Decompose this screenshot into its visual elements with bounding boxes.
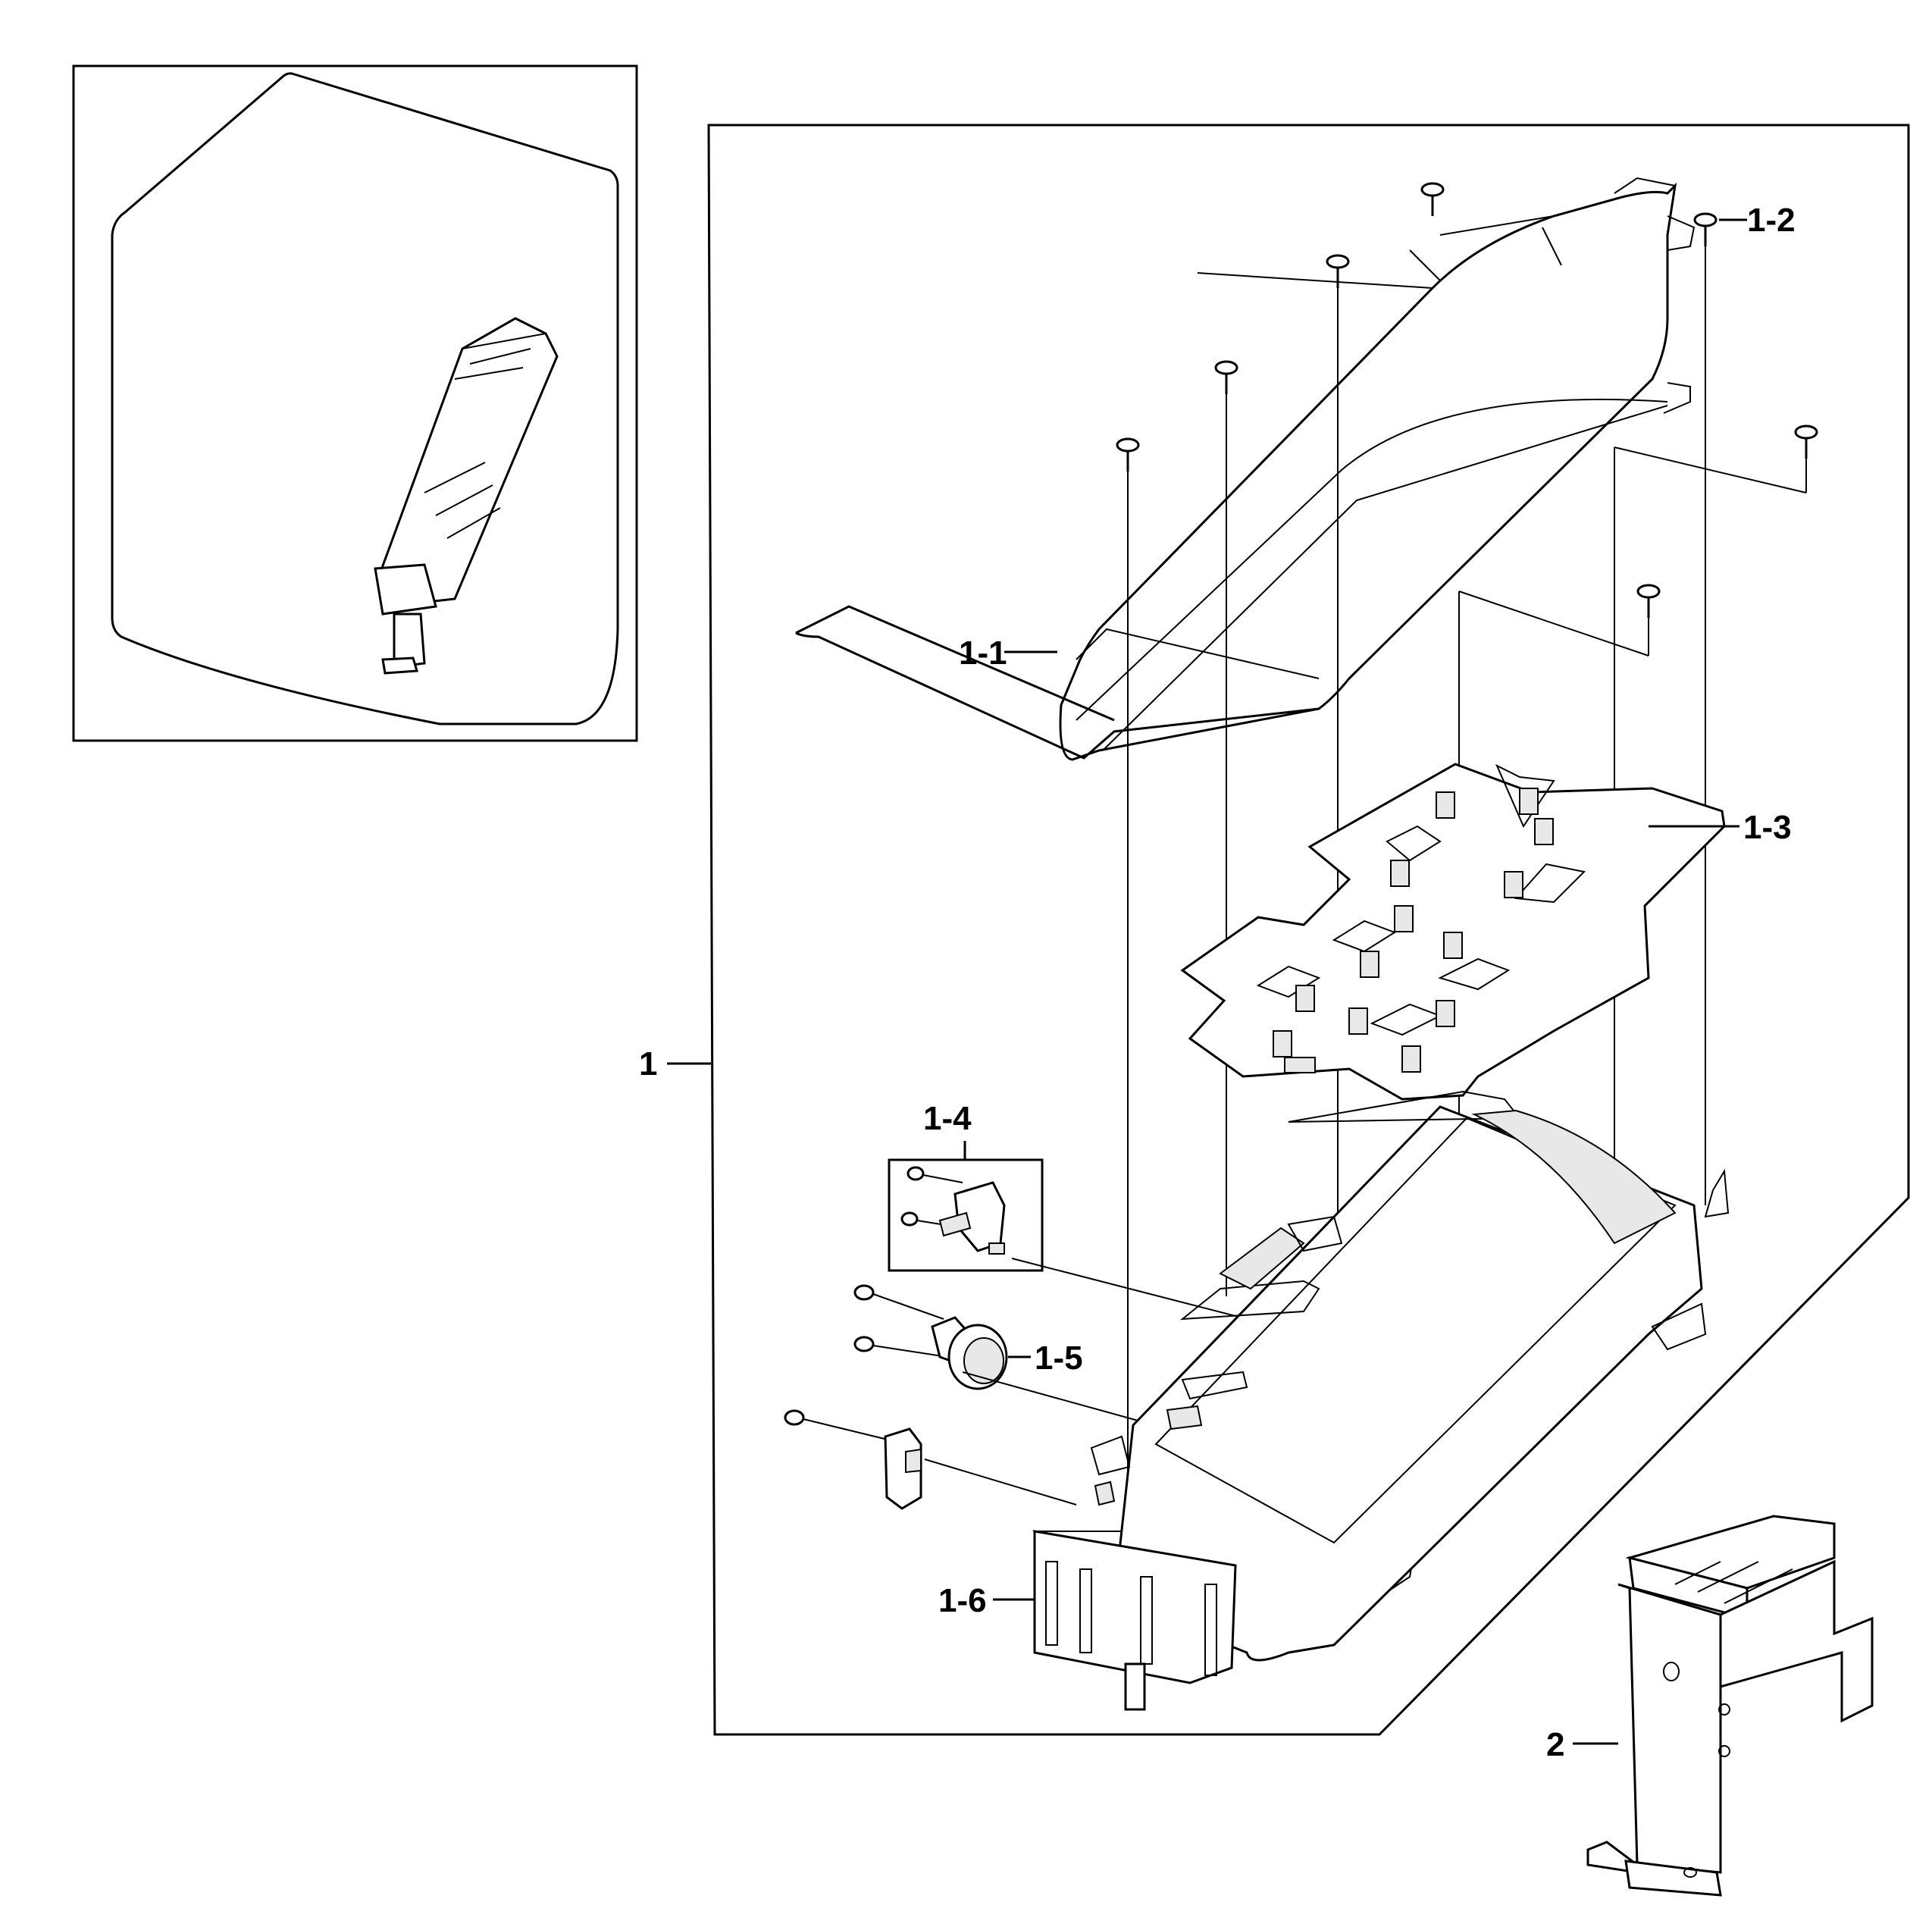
callout-1-5: 1-5: [1035, 1340, 1083, 1377]
screw: [1420, 182, 1445, 216]
callout-1-3: 1-3: [1743, 809, 1792, 846]
duct-housing-part: [1032, 1090, 1730, 1711]
location-inset: [72, 64, 638, 742]
screws: [1116, 182, 1818, 618]
thermostat-part: [853, 1284, 1141, 1422]
heater-coil-part: [1180, 763, 1726, 1101]
callout-1-4: 1-4: [923, 1100, 972, 1137]
thermostat-box-guide: [1011, 1258, 1263, 1324]
duct-cover-part: [795, 177, 1696, 761]
bracket-part: [1586, 1515, 1874, 1897]
inset-heater-assembly: [374, 317, 559, 675]
screw: [1693, 212, 1718, 246]
callout-1-2: 1-2: [1747, 202, 1796, 239]
screw: [1326, 254, 1350, 288]
assembly-frame: [707, 124, 1910, 1736]
callout-1-6: 1-6: [938, 1582, 987, 1619]
screw: [1214, 360, 1238, 394]
screw: [1636, 584, 1661, 618]
screw: [1794, 425, 1818, 459]
callout-1: 1: [639, 1045, 657, 1083]
thermostat-box-frame: [888, 1158, 1044, 1272]
fuse-part: [784, 1409, 1077, 1510]
inset-frame: [72, 64, 638, 742]
thermostat-box-contents: [900, 1166, 1006, 1255]
screw: [1116, 437, 1140, 472]
dryer-cabinet-outline: [111, 72, 619, 725]
callout-1-1: 1-1: [959, 634, 1007, 672]
heater-terminals: [1273, 788, 1554, 1073]
callout-2: 2: [1546, 1726, 1564, 1763]
